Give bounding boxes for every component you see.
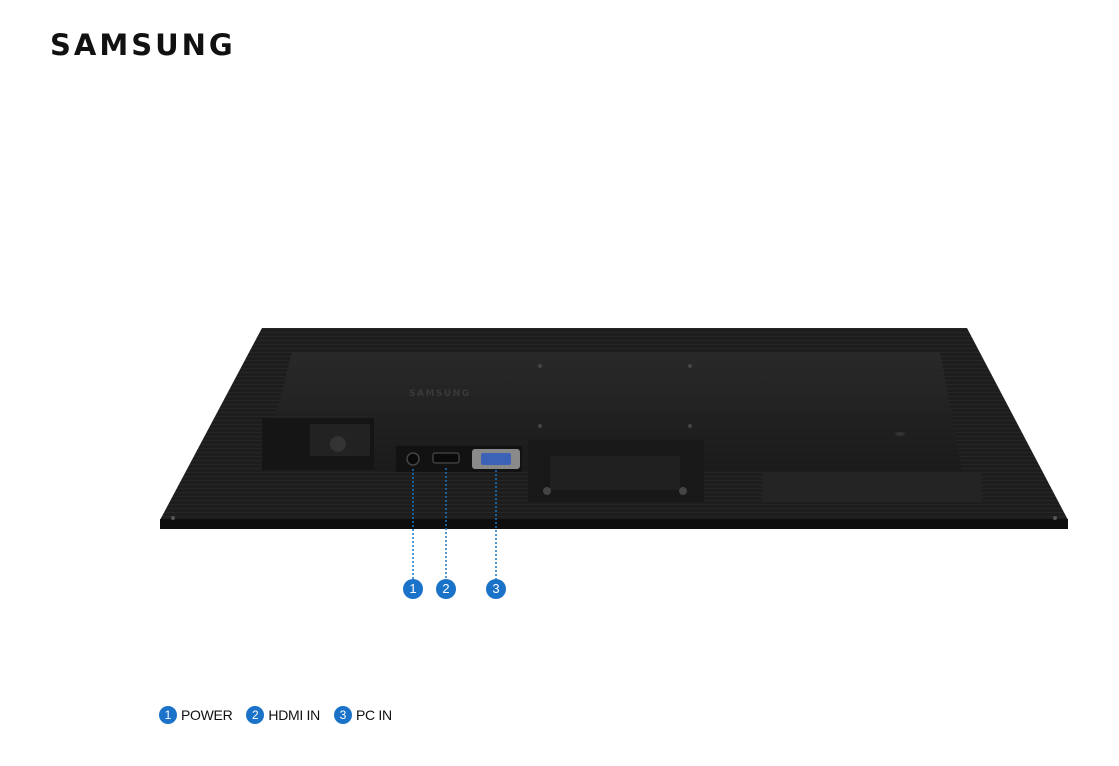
legend-label: POWER (181, 707, 233, 723)
legend-number-badge: 2 (246, 706, 265, 724)
hdmi-port (432, 452, 460, 464)
back-logo: SAMSUNG (409, 389, 471, 399)
port-legend: 1 POWER 2 HDMI IN 3 PC IN (159, 705, 392, 725)
monitor-bottom-edge (160, 519, 1068, 529)
legend-label: HDMI IN (268, 707, 320, 723)
legend-number-badge: 1 (159, 706, 177, 724)
legend-label: PC IN (355, 707, 392, 723)
rear-cover-panel (262, 352, 962, 470)
legend-item-hdmi: 2 HDMI IN (246, 706, 320, 724)
legend-item-pc-in: 3 PC IN (333, 706, 392, 724)
vent-grille (762, 472, 982, 502)
callout-marker-2: 2 (436, 579, 456, 599)
legend-number-badge: 3 (333, 706, 352, 724)
samsung-logo: SAMSUNG (50, 28, 236, 62)
power-port (406, 452, 420, 466)
callout-marker-1: 1 (403, 579, 423, 599)
callout-marker-3: 3 (486, 579, 506, 599)
legend-item-power: 1 POWER (159, 706, 233, 724)
